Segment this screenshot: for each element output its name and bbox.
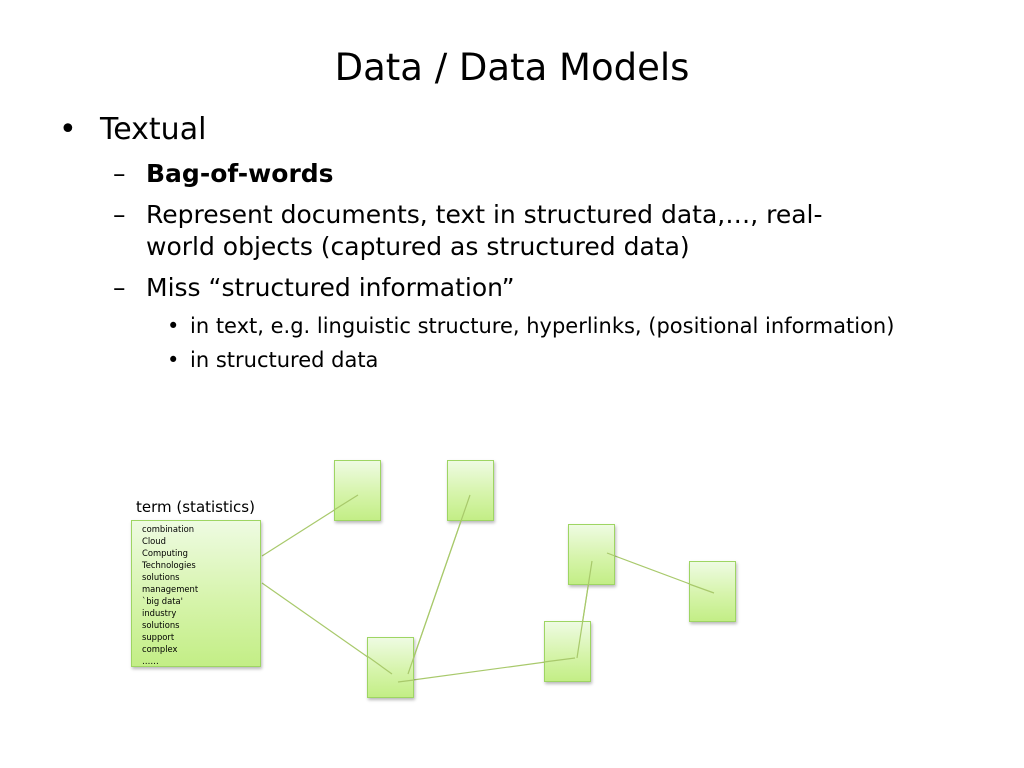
term-item: management	[142, 584, 199, 594]
node-box	[568, 524, 615, 585]
node-box	[447, 460, 494, 521]
bullet-in-structured: in structured data	[190, 348, 379, 372]
term-item: Cloud	[142, 536, 166, 546]
term-item: Technologies	[142, 560, 196, 570]
term-item: support	[142, 632, 175, 642]
sub-bullet-marker: •	[167, 348, 180, 372]
slide-title: Data / Data Models	[334, 46, 690, 89]
bullet-bag-of-words: Bag-of-words	[146, 159, 334, 188]
term-box-title: term (statistics)	[136, 498, 255, 516]
term-item: `big data'	[142, 596, 183, 606]
term-list: combination Cloud Computing Technologies…	[131, 520, 272, 670]
node-box	[544, 621, 591, 682]
node-box	[367, 637, 414, 698]
connector-line	[407, 494, 471, 675]
term-item: industry	[142, 608, 177, 618]
term-item: solutions	[142, 572, 180, 582]
term-box	[131, 520, 261, 667]
term-item: combination	[142, 524, 195, 534]
bullet-textual: Textual	[100, 112, 207, 147]
bullet-miss: Miss “structured information”	[146, 273, 515, 302]
bullet-marker: •	[59, 112, 77, 147]
bullet-represent-line1: Represent documents, text in structured …	[146, 200, 823, 229]
term-item: ……	[142, 656, 159, 666]
term-item: solutions	[142, 620, 180, 630]
bullet-represent-line2: world objects (captured as structured da…	[146, 232, 690, 261]
bullet-in-text: in text, e.g. linguistic structure, hype…	[190, 314, 895, 338]
node-box	[334, 460, 381, 521]
term-item: Computing	[142, 548, 188, 558]
node-box	[689, 561, 736, 622]
dash-marker: –	[113, 200, 126, 229]
dash-marker: –	[113, 273, 126, 302]
term-item: complex	[142, 644, 178, 654]
sub-bullet-marker: •	[167, 314, 180, 338]
dash-marker: –	[113, 159, 126, 188]
